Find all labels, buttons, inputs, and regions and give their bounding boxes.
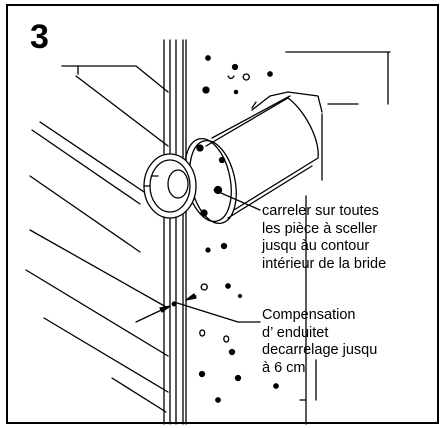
annotation-tiling-line: intérieur de la bride <box>262 255 387 272</box>
annotation-compensation: Compensation d’ enduitet decarrelage jus… <box>262 307 377 377</box>
dimension-mark <box>135 293 197 323</box>
annotation-compensation-line: decarrelage jusqu <box>262 342 378 358</box>
aggregate-marks <box>198 55 279 403</box>
screed-edges <box>251 51 391 425</box>
step-number: 3 <box>30 18 49 56</box>
leader-lines <box>173 189 261 323</box>
annotation-tiling-line: les pièce à sceller <box>262 220 378 237</box>
figure-frame <box>6 4 439 424</box>
annotation-tiling: carreler sur toutes les pièce à sceller … <box>262 203 386 273</box>
pipe-body <box>205 95 319 219</box>
annotation-tiling-line: carreler sur toutes <box>262 203 379 219</box>
annotation-compensation-line: à 6 cm <box>262 359 306 376</box>
annotation-compensation-line: Compensation <box>262 307 356 323</box>
annotation-compensation-line: d’ enduitet <box>262 324 329 341</box>
socket-cup <box>143 153 197 219</box>
wall-edges <box>163 39 187 425</box>
annotation-tiling-line: jusqu àu contour <box>262 238 370 254</box>
tile-courses <box>25 65 169 413</box>
